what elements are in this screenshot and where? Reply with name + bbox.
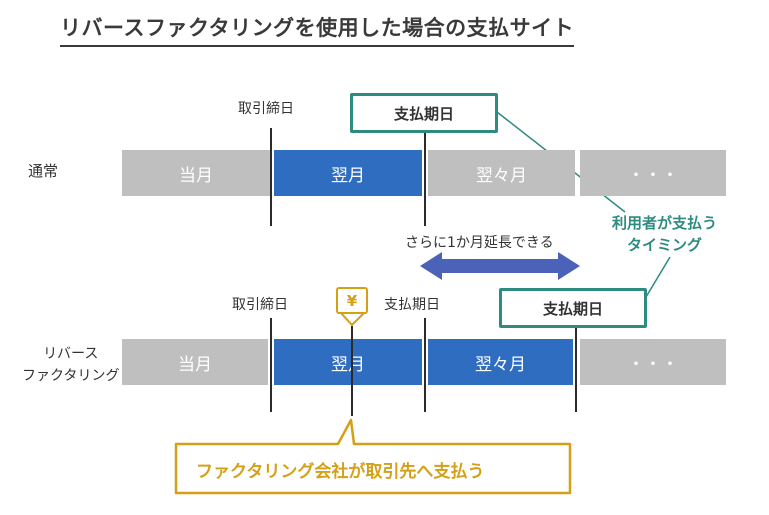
yen-payment-line (351, 326, 353, 416)
closing-date-line-reverse (270, 318, 272, 412)
payment-date-box-line-reverse (575, 328, 577, 412)
user-payment-timing: 利用者が支払う タイミング (612, 212, 717, 256)
block-reverse-month-after-next: 翌々月 (428, 339, 573, 385)
block-reverse-ellipsis-label: ・・・ (627, 354, 679, 375)
block-normal-ellipsis-label: ・・・ (627, 165, 679, 186)
payment-date-line-normal (424, 133, 426, 226)
block-normal-month-after-next-label: 翌々月 (476, 165, 527, 186)
extension-arrow (420, 252, 580, 280)
row-label-normal: 通常 (28, 162, 59, 180)
payment-date-line-reverse (424, 318, 426, 412)
row-label-reverse-line2: ファクタリング (22, 368, 120, 384)
user-payment-timing-line1: 利用者が支払う (612, 214, 718, 232)
user-payment-timing-line2: タイミング (627, 236, 703, 254)
row-label-reverse-factoring: リバース ファクタリング (22, 343, 119, 387)
payment-date-box-normal-text: 支払期日 (393, 104, 454, 123)
block-normal-current-month-label: 当月 (179, 165, 213, 186)
page-title: リバースファクタリングを使用した場合の支払サイト (60, 12, 575, 47)
extension-note: さらに1か月延長できる (405, 235, 554, 251)
block-normal-ellipsis: ・・・ (580, 150, 726, 196)
block-normal-next-month-label: 翌月 (331, 165, 365, 186)
block-normal-current-month: 当月 (122, 150, 270, 196)
closing-date-label-reverse: 取引締日 (232, 297, 288, 313)
yen-icon: ¥ (336, 287, 368, 314)
factoring-callout-text: ファクタリング会社が取引先へ支払う (196, 462, 485, 482)
block-reverse-next-month-label: 翌月 (331, 354, 365, 375)
block-reverse-current-month-label: 当月 (178, 354, 212, 375)
row-label-reverse-line1: リバース (43, 346, 99, 362)
payment-date-box-reverse-text: 支払期日 (542, 299, 603, 318)
block-normal-month-after-next: 翌々月 (428, 150, 575, 196)
block-reverse-next-month: 翌月 (274, 339, 422, 385)
closing-date-label-normal: 取引締日 (238, 101, 294, 117)
payment-date-box-reverse: 支払期日 (499, 288, 647, 328)
payment-date-box-normal: 支払期日 (350, 93, 498, 133)
factoring-callout-outline (174, 418, 572, 495)
yen-icon-symbol: ¥ (346, 291, 358, 310)
closing-date-line-normal (270, 128, 272, 226)
block-reverse-ellipsis: ・・・ (580, 339, 726, 385)
payment-date-label-reverse: 支払期日 (384, 297, 440, 313)
block-normal-next-month: 翌月 (274, 150, 422, 196)
block-reverse-month-after-next-label: 翌々月 (475, 354, 526, 375)
block-reverse-current-month: 当月 (122, 339, 268, 385)
